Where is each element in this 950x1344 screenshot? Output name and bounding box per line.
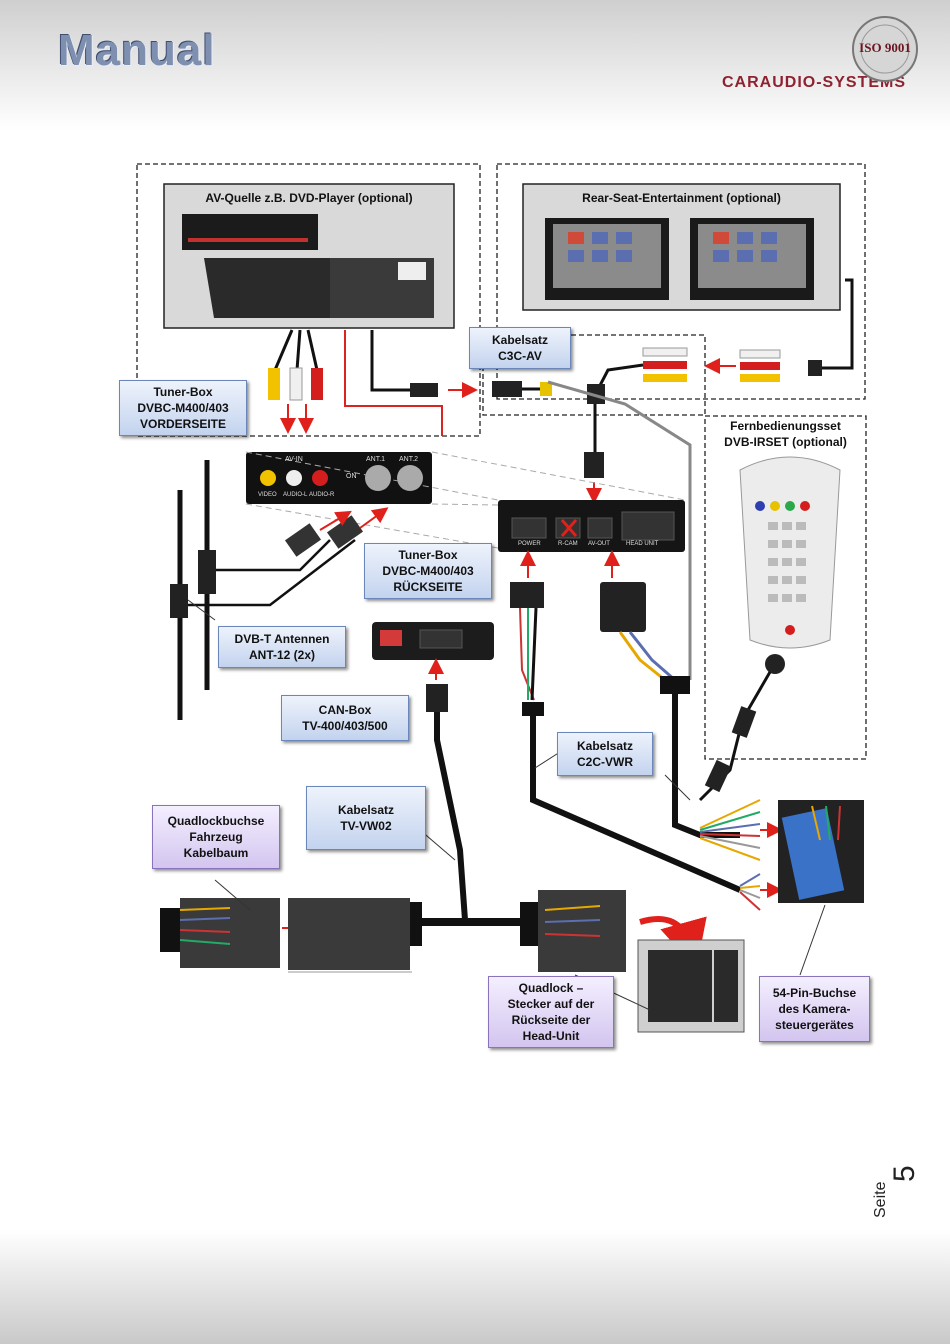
remote-control <box>739 456 841 649</box>
audio-l-text: AUDIO-L <box>283 492 308 498</box>
footer-background <box>0 1230 950 1344</box>
brand-logo: CARAUDIO-SYSTEMS <box>722 74 907 91</box>
video-text: VIDEO <box>258 492 277 498</box>
power-plug <box>410 383 438 397</box>
av-source-label: AV-Quelle z.B. DVD-Player (optional) <box>205 191 413 205</box>
remote-frame <box>704 415 867 760</box>
head-unit-text: HEAD UNIT <box>626 541 659 547</box>
page-number-value: 5 <box>888 1165 921 1182</box>
rcam-disabled-icon <box>560 519 578 537</box>
ant2-text: ANT.2 <box>399 456 419 463</box>
av-in-text: AV-IN <box>285 456 303 463</box>
tuner-front-box <box>246 452 432 504</box>
manual-title: Manual <box>58 26 216 75</box>
on-text: ON <box>346 473 357 480</box>
quadlock-headunit <box>538 890 626 972</box>
av-out-text: AV-OUT <box>588 541 610 547</box>
quadlock-adapter <box>288 898 410 970</box>
page-number: Seite 5 <box>872 1150 921 1220</box>
page-seite-label: Seite <box>872 1181 889 1218</box>
ant1-text: ANT.1 <box>366 456 386 463</box>
rcam-text: R-CAM <box>558 541 578 547</box>
header-background <box>0 0 950 130</box>
rca-yellow <box>268 368 280 400</box>
av-source-frame <box>136 163 481 437</box>
dvd-changer-body <box>204 258 330 318</box>
rear-seat-frame <box>496 163 866 400</box>
iso-seal-icon: ISO 9001 <box>850 14 920 84</box>
dvd-player-slim <box>182 214 318 250</box>
iso-seal-text: ISO 9001 <box>859 40 911 55</box>
audio-r-text: AUDIO-R <box>309 492 335 498</box>
rear-seat-label: Rear-Seat-Entertainment (optional) <box>582 191 781 205</box>
power-text: POWER <box>518 541 541 547</box>
